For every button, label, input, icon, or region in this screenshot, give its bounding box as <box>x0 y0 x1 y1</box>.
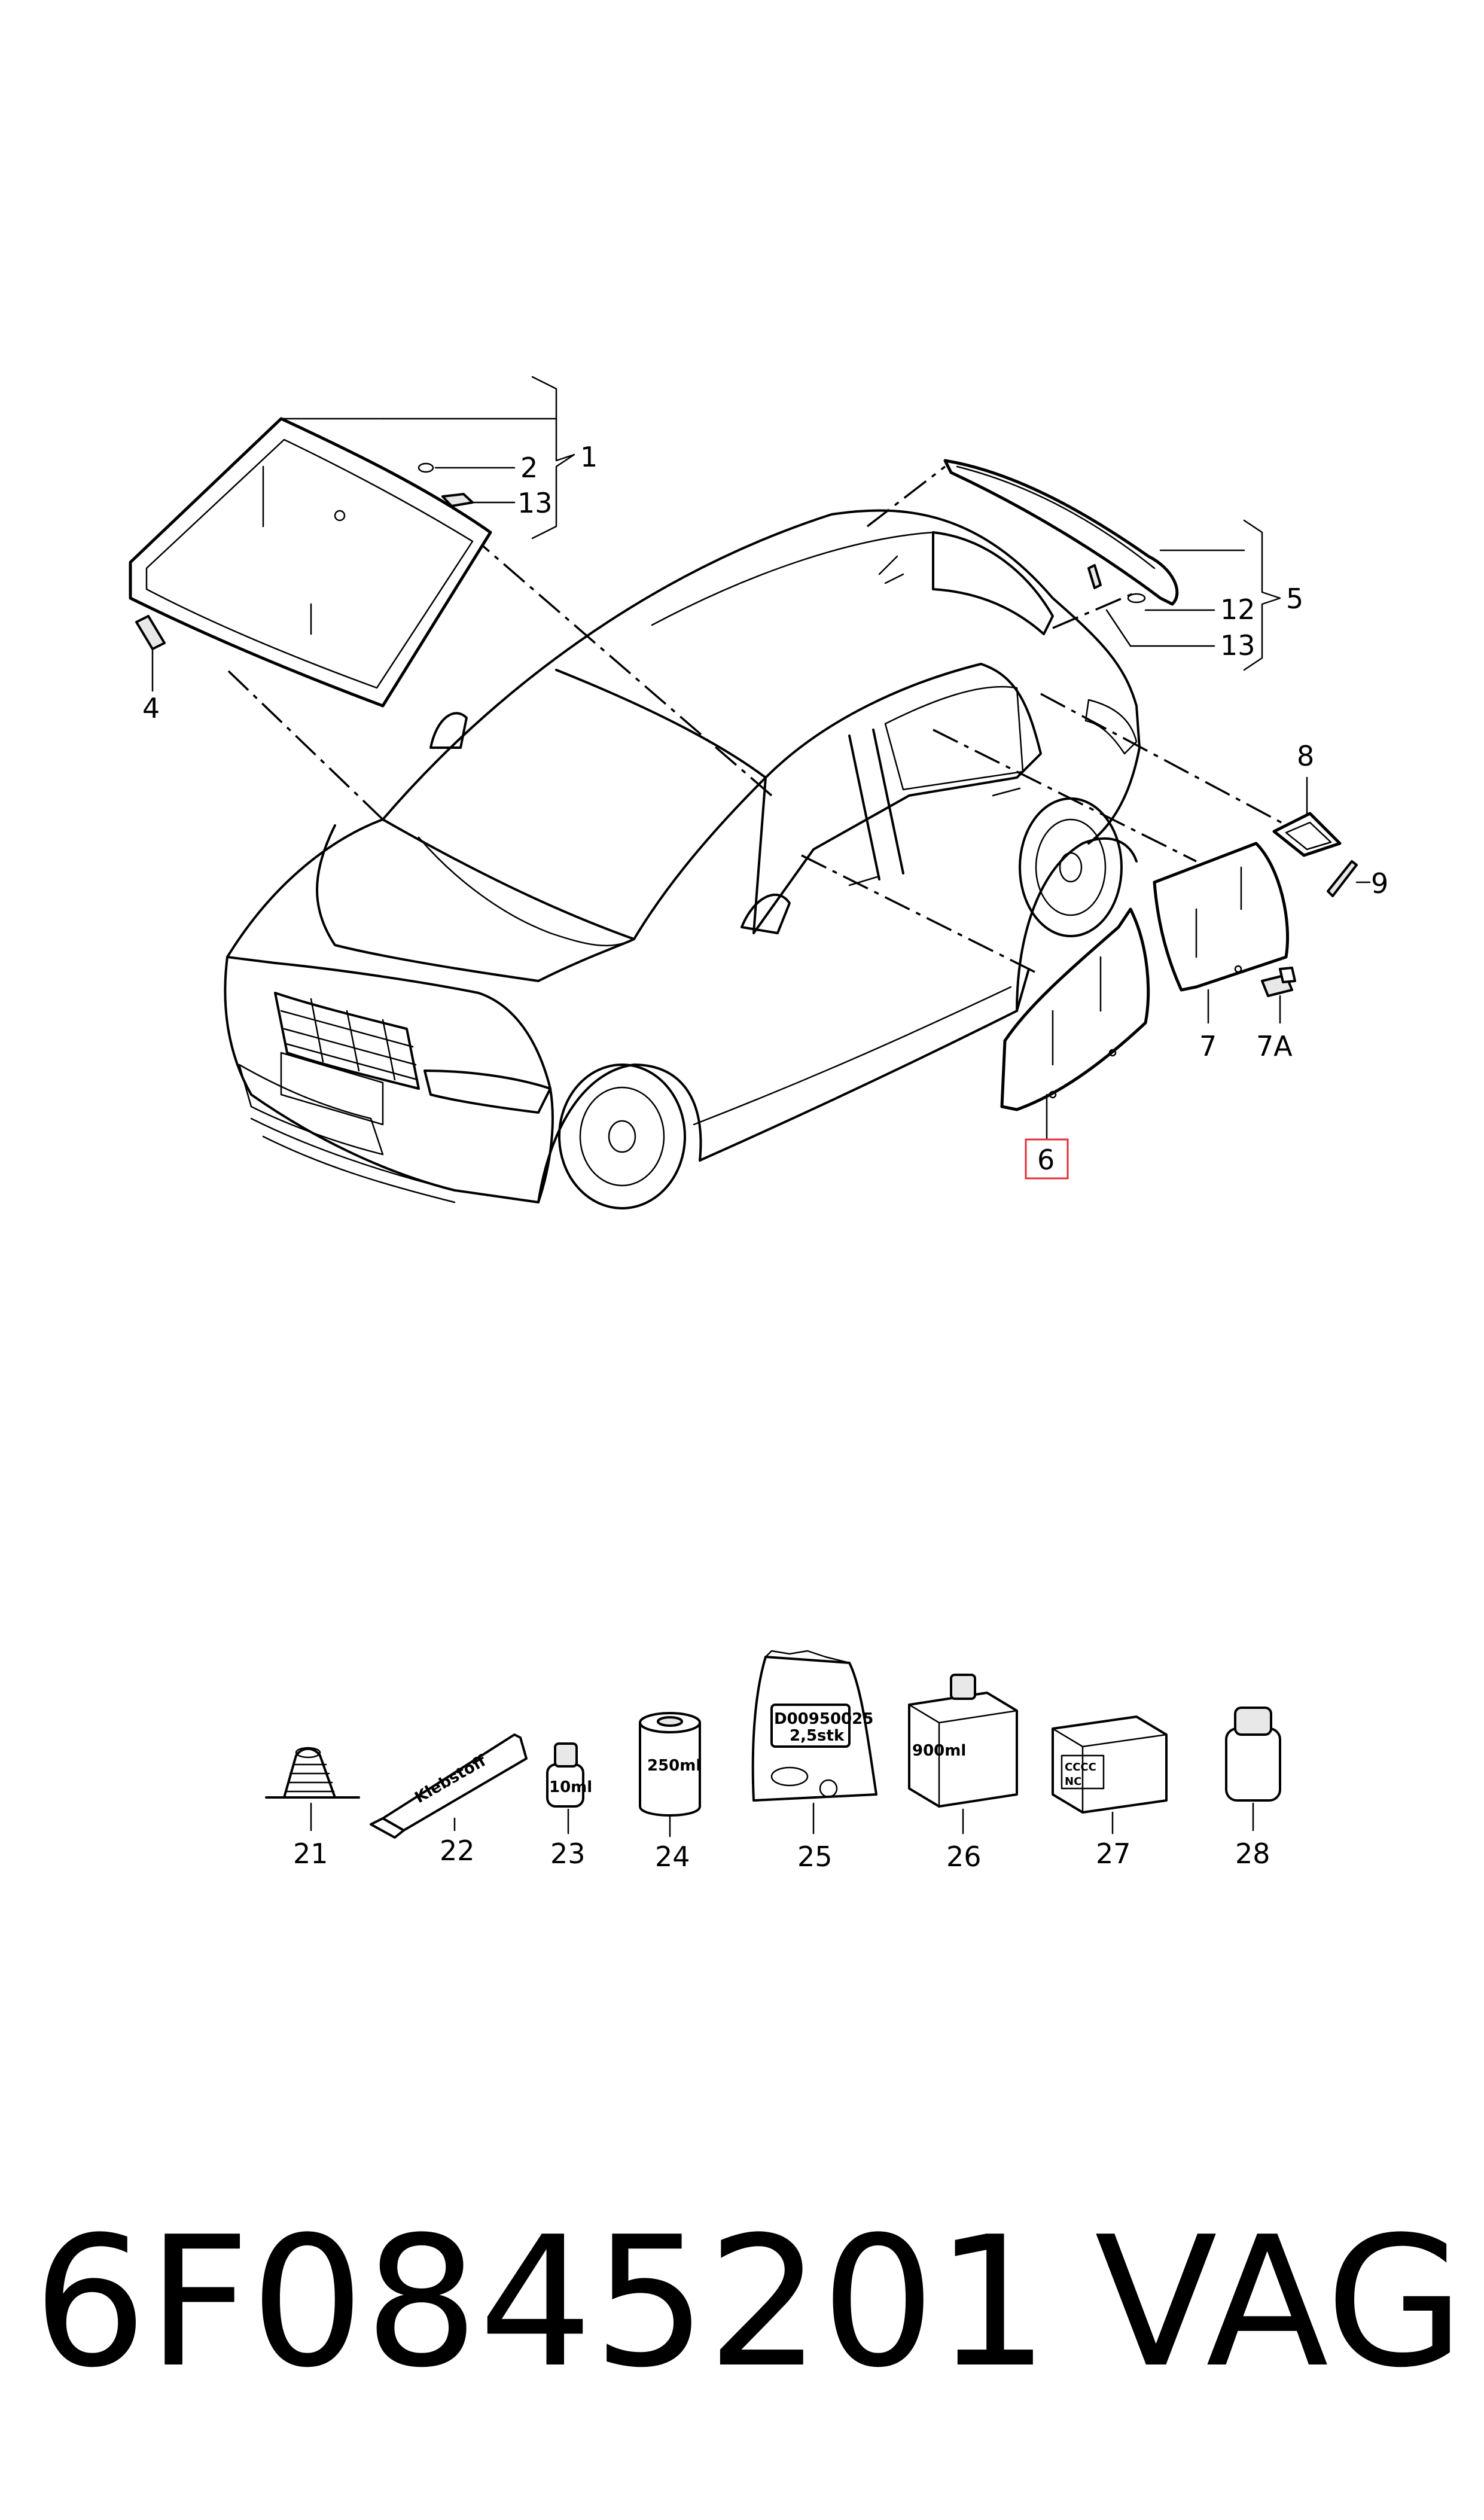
clip-part-2[interactable] <box>418 462 434 473</box>
callout-23: 23 <box>550 1838 586 1870</box>
callout-group-1: 1 2 13 <box>382 376 598 540</box>
callout-13: 13 <box>517 487 553 519</box>
package-part-27[interactable]: CCCC NC 27 <box>1052 1715 1168 1870</box>
callout-2: 2 <box>520 452 538 484</box>
front-door-glass-part-6[interactable]: 6 <box>1000 907 1150 1180</box>
callout-1: 1 <box>580 441 598 473</box>
rear-window-part[interactable] <box>943 459 1179 606</box>
nc-label: NC <box>1065 1775 1081 1788</box>
callout-21: 21 <box>293 1838 328 1870</box>
adhesive-tube-part-22[interactable]: Klebstoff 22 <box>370 1733 528 1867</box>
quarter-glass-part-8[interactable]: 8 <box>1272 740 1342 857</box>
cert-label: CCCC <box>1065 1761 1096 1774</box>
bag-weight: 2,5stk <box>790 1727 845 1745</box>
car-illustration <box>224 509 1141 1209</box>
callout-12: 12 <box>1220 593 1256 626</box>
bag-code: D00950025 <box>774 1710 873 1728</box>
nozzle-part-21[interactable]: 21 <box>265 1747 360 1870</box>
bottle-label: 10ml <box>549 1778 592 1796</box>
callout-26: 26 <box>946 1841 982 1873</box>
part-number: 6F0845201 <box>33 2198 1050 2407</box>
clip-part-7A[interactable]: 7A <box>1256 967 1296 1062</box>
clip-part-12[interactable] <box>1127 593 1146 604</box>
brand-label: VAG <box>1095 2198 1465 2407</box>
callout-9: 9 <box>1371 867 1388 900</box>
box-label: 900ml <box>912 1742 966 1760</box>
callout-6-highlight-box[interactable] <box>1025 1138 1069 1180</box>
tin-part-24[interactable]: 250ml 24 <box>639 1712 701 1873</box>
callout-22: 22 <box>440 1835 475 1867</box>
callout-5: 5 <box>1286 583 1303 615</box>
callout-4: 4 <box>142 692 160 724</box>
seal-part-9[interactable]: 9 <box>1327 860 1388 900</box>
container-part-26[interactable]: 900ml 26 <box>908 1674 1018 1873</box>
windscreen-part[interactable] <box>129 417 492 708</box>
bottle-part-23[interactable]: 10ml 23 <box>546 1742 592 1870</box>
rear-door-glass-part-7[interactable]: 7 <box>1153 842 1289 1062</box>
callout-27: 27 <box>1096 1838 1131 1870</box>
tin-label: 250ml <box>647 1757 701 1775</box>
clip-part-12-small[interactable] <box>1087 564 1102 589</box>
callout-group-5: 5 12 13 <box>1087 519 1303 671</box>
callout-8: 8 <box>1297 740 1314 772</box>
jar-part-28[interactable]: 28 <box>1225 1707 1281 1870</box>
callout-25: 25 <box>797 1841 833 1873</box>
callout-28: 28 <box>1235 1838 1270 1870</box>
part-4[interactable]: 4 <box>135 615 166 724</box>
callout-24: 24 <box>655 1841 690 1873</box>
callout-7: 7 <box>1199 1030 1217 1062</box>
callout-13b: 13 <box>1220 629 1256 662</box>
bag-part-25[interactable]: D00950025 2,5stk 25 <box>751 1650 877 1873</box>
callout-7A: 7A <box>1256 1030 1293 1062</box>
callout-6: 6 <box>1037 1144 1055 1176</box>
